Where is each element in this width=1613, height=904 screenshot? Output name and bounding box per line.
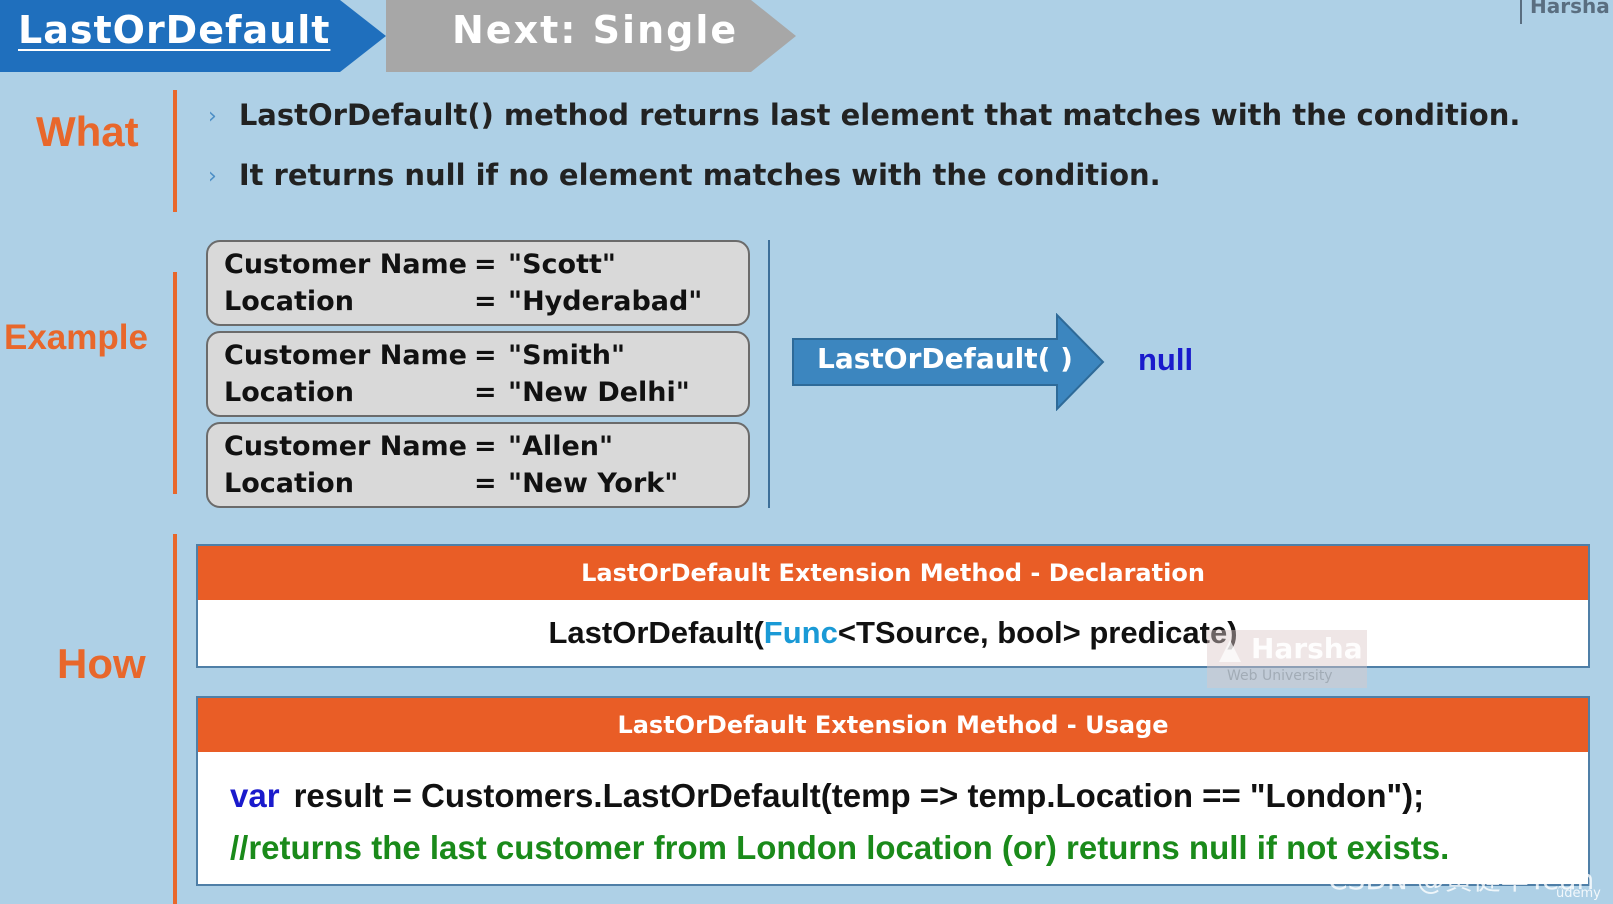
- var-keyword: var: [230, 777, 280, 814]
- field-label: Customer Name: [224, 340, 467, 371]
- equals-sign: =: [474, 249, 497, 280]
- section-what-label: What: [36, 108, 139, 155]
- chevron-right-icon: ›: [208, 104, 217, 129]
- decl-suffix: <TSource, bool> predicate): [837, 615, 1238, 650]
- declaration-header: LastOrDefault Extension Method - Declara…: [198, 546, 1588, 600]
- what-bullet: › LastOrDefault() method returns last ele…: [208, 98, 1520, 132]
- customer-name-row: Customer Name = "Scott": [224, 246, 748, 283]
- equals-sign: =: [474, 431, 497, 462]
- field-label: Location: [224, 286, 354, 317]
- equals-sign: =: [474, 468, 497, 499]
- field-label: Location: [224, 468, 354, 499]
- field-value: "Allen": [508, 431, 614, 462]
- field-value: "Hyderabad": [508, 286, 703, 317]
- result-value: null: [1138, 342, 1194, 377]
- usage-code-text: result = Customers.LastOrDefault(temp =>…: [293, 777, 1425, 814]
- harsha-logo-icon: [1219, 640, 1241, 662]
- section-example-label: Example: [4, 318, 148, 357]
- declaration-panel: LastOrDefault Extension Method - Declara…: [196, 544, 1590, 668]
- next-topic-label: Next: Single: [452, 8, 739, 52]
- current-topic-tab[interactable]: [0, 0, 386, 72]
- usage-header: LastOrDefault Extension Method - Usage: [198, 698, 1588, 752]
- customer-location-row: Location = "New York": [224, 465, 748, 502]
- watermark-title: Harsha: [1251, 632, 1363, 665]
- example-divider: [173, 272, 177, 494]
- field-value: "Smith": [508, 340, 626, 371]
- customer-card: Customer Name = "Scott" Location = "Hyde…: [206, 240, 750, 326]
- what-bullet: › It returns null if no element matches w…: [208, 158, 1161, 192]
- how-divider: [173, 534, 177, 904]
- field-value: "Scott": [508, 249, 616, 280]
- customer-name-row: Customer Name = "Smith": [224, 337, 748, 374]
- decl-prefix: LastOrDefault(: [548, 615, 764, 650]
- what-bullet-text: LastOrDefault() method returns last elem…: [238, 98, 1521, 132]
- brand-label: Harsha: [1520, 0, 1610, 24]
- field-label: Customer Name: [224, 249, 467, 280]
- usage-code-block: var result = Customers.LastOrDefault(temp…: [198, 752, 1588, 884]
- customer-card: Customer Name = "Allen" Location = "New …: [206, 422, 750, 508]
- customer-name-row: Customer Name = "Allen": [224, 428, 748, 465]
- customer-card: Customer Name = "Smith" Location = "New …: [206, 331, 750, 417]
- usage-comment: //returns the last customer from London …: [230, 829, 1450, 866]
- declaration-signature: LastOrDefault(Func<TSource, bool> predic…: [198, 600, 1588, 666]
- chevron-right-icon: ›: [208, 164, 217, 189]
- equals-sign: =: [474, 286, 497, 317]
- watermark-subtitle: Web University: [1227, 668, 1333, 684]
- next-topic-tab[interactable]: [386, 0, 796, 72]
- customer-location-row: Location = "New Delhi": [224, 374, 748, 411]
- equals-sign: =: [474, 377, 497, 408]
- udemy-watermark: ûdemy: [1556, 886, 1601, 901]
- equals-sign: =: [474, 340, 497, 371]
- decl-func-keyword: Func: [763, 615, 838, 650]
- field-value: "New Delhi": [508, 377, 690, 408]
- method-call-label: LastOrDefault( ): [817, 342, 1073, 375]
- field-value: "New York": [508, 468, 679, 499]
- field-label: Customer Name: [224, 431, 467, 462]
- harsha-watermark: Harsha Web University: [1207, 630, 1367, 688]
- customer-location-row: Location = "Hyderabad": [224, 283, 748, 320]
- csdn-watermark: CSDN @黄健华Yeah: [1328, 863, 1595, 896]
- usage-panel: LastOrDefault Extension Method - Usage v…: [196, 696, 1590, 886]
- field-label: Location: [224, 377, 354, 408]
- example-inner-divider: [768, 240, 770, 508]
- usage-code-line: var result = Customers.LastOrDefault(temp…: [230, 770, 1588, 822]
- what-bullet-text: It returns null if no element matches wi…: [238, 158, 1161, 192]
- section-how-label: How: [57, 640, 146, 687]
- right-arrow-icon: [792, 313, 1105, 411]
- current-topic-label: LastOrDefault: [18, 8, 331, 52]
- what-divider: [173, 90, 177, 212]
